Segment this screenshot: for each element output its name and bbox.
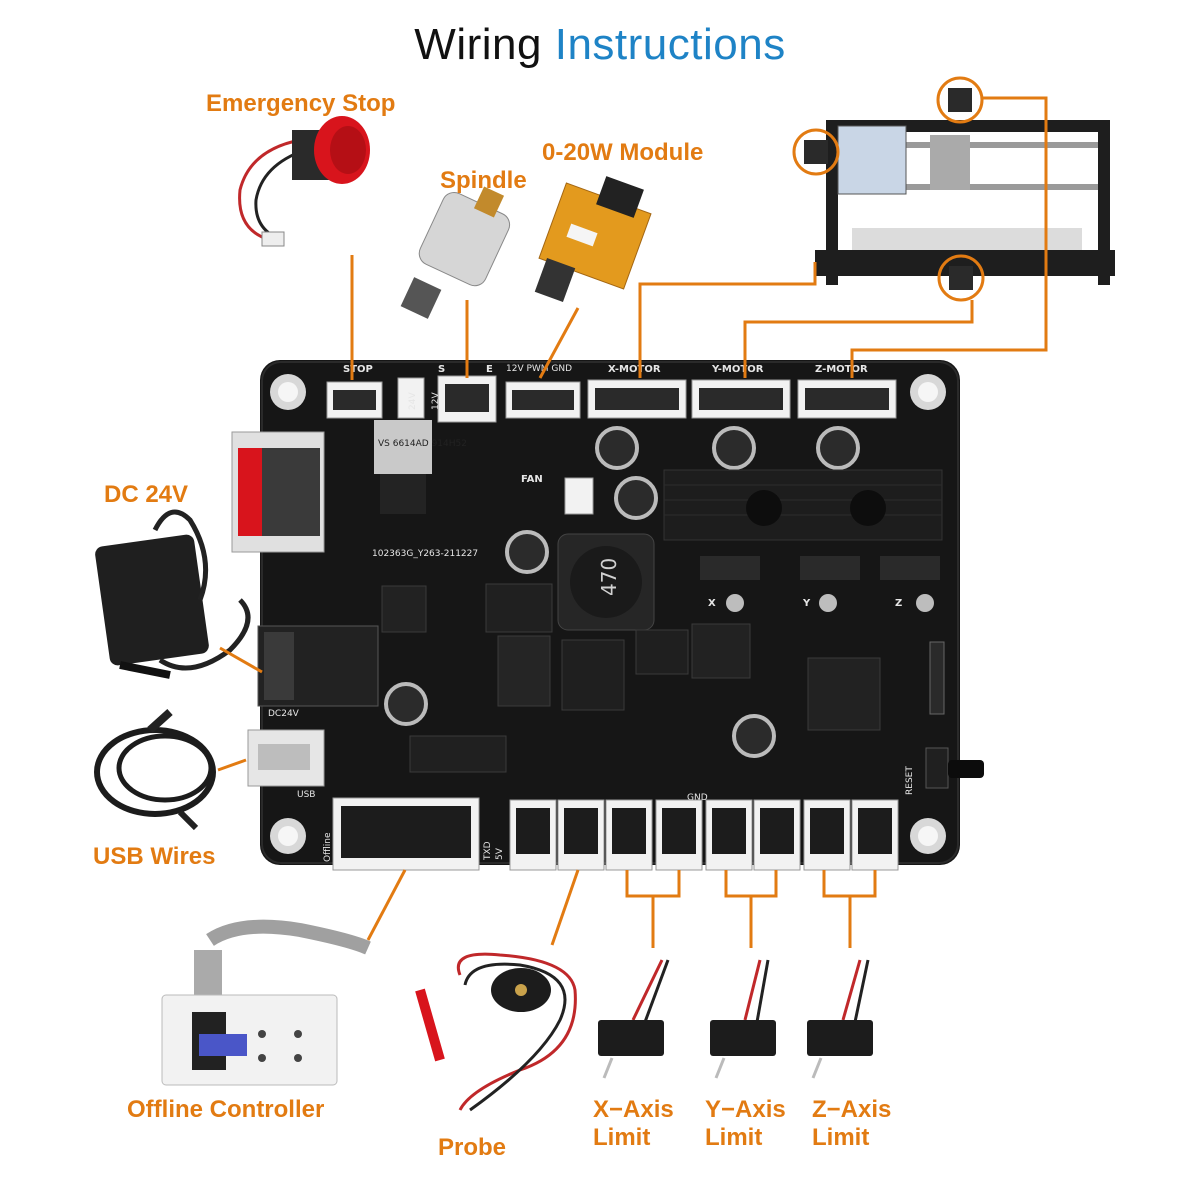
heatsink bbox=[663, 469, 943, 541]
probe-icon bbox=[415, 952, 577, 1112]
label-y-axis-line2: Limit bbox=[705, 1124, 763, 1151]
label-z-motor: Z-MOTOR bbox=[815, 364, 868, 375]
label-x-axis-limit: X−Axis Limit bbox=[593, 1096, 674, 1152]
label-module: 0-20W Module bbox=[542, 139, 704, 166]
label-s: S bbox=[438, 364, 445, 375]
label-dc-24v: DC 24V bbox=[104, 481, 189, 508]
leader-x-motor bbox=[638, 262, 817, 378]
side-header bbox=[929, 641, 945, 715]
leader-y-limit bbox=[724, 870, 778, 948]
y-motor-connector bbox=[691, 379, 791, 419]
label-offline: Offline bbox=[323, 832, 333, 862]
usb-port bbox=[247, 729, 325, 787]
label-z-axis-line1: Z−Axis bbox=[812, 1096, 892, 1123]
spindle-motor-icon bbox=[400, 186, 511, 319]
leader-dc24v bbox=[219, 646, 263, 674]
stepper-drivers bbox=[700, 556, 940, 612]
label-z-axis-limit: Z−Axis Limit bbox=[812, 1096, 891, 1152]
capacitors bbox=[384, 426, 860, 758]
laser-module-icon bbox=[534, 176, 652, 303]
voltage-jumper bbox=[397, 377, 425, 419]
label-x-axis-line1: X−Axis bbox=[593, 1096, 674, 1123]
title-word-wiring: Wiring bbox=[414, 20, 542, 69]
power-switch bbox=[231, 431, 325, 553]
label-spindle: Spindle bbox=[440, 167, 527, 194]
mounting-holes bbox=[270, 374, 946, 854]
label-z-axis-line2: Limit bbox=[812, 1124, 870, 1151]
limit-switch-icon bbox=[710, 959, 776, 1079]
leader-y-motor bbox=[743, 300, 974, 378]
laser-connector bbox=[505, 381, 581, 419]
spindle-connector bbox=[437, 375, 497, 423]
label-y-axis-line1: Y−Axis bbox=[705, 1096, 786, 1123]
page-title: Wiring Instructions bbox=[0, 20, 1200, 70]
stop-connector bbox=[326, 381, 383, 419]
label-dc24v: DC24V bbox=[268, 709, 300, 719]
leader-probe bbox=[550, 869, 580, 946]
dc-jack bbox=[257, 625, 379, 707]
emergency-stop-icon bbox=[238, 116, 370, 247]
label-pwm: 12V PWM GND bbox=[506, 364, 572, 374]
power-adapter-icon bbox=[95, 509, 251, 679]
usb-cable-icon bbox=[94, 709, 216, 831]
label-5v: 5V bbox=[495, 847, 505, 860]
leader-laser bbox=[538, 307, 580, 379]
fan-connector bbox=[564, 477, 594, 515]
label-emergency-stop: Emergency Stop bbox=[206, 90, 396, 117]
leader-lines bbox=[217, 96, 1048, 948]
label-e: E bbox=[486, 364, 493, 375]
z-motor-connector bbox=[797, 379, 897, 419]
label-fan: FAN bbox=[521, 474, 543, 485]
leader-x-limit bbox=[625, 870, 681, 948]
offline-connector bbox=[332, 797, 480, 871]
label-usb-wires: USB Wires bbox=[93, 843, 216, 870]
board-model: 102363G_Y263-211227 bbox=[372, 549, 478, 559]
label-x-motor: X-MOTOR bbox=[608, 364, 661, 375]
leader-z-limit bbox=[822, 870, 877, 948]
reset-button bbox=[925, 747, 984, 789]
ic-chips bbox=[381, 583, 881, 773]
leader-offline-controller bbox=[366, 869, 407, 941]
offline-controller-icon bbox=[161, 919, 371, 1086]
label-txd: TXD bbox=[483, 841, 493, 861]
label-usb: USB bbox=[297, 790, 315, 800]
label-probe: Probe bbox=[438, 1134, 507, 1161]
label-z: Z bbox=[895, 598, 902, 609]
label-x-axis-line2: Limit bbox=[593, 1124, 651, 1151]
label-stop: STOP bbox=[343, 364, 373, 375]
title-word-instructions: Instructions bbox=[554, 20, 786, 69]
label-x: X bbox=[708, 598, 716, 609]
limit-connectors bbox=[509, 799, 899, 871]
regulator-marking: VS 6614AD 914H52 bbox=[378, 439, 467, 449]
label-offline-controller: Offline Controller bbox=[127, 1096, 325, 1123]
leader-usb bbox=[217, 758, 247, 772]
label-12v: 12V bbox=[431, 392, 441, 410]
inductor-value: 470 bbox=[597, 558, 621, 596]
limit-switch-icon bbox=[598, 959, 670, 1079]
control-board: STOP S E 12V PWM GND X-MOTOR Y-MOTOR Z-M… bbox=[231, 360, 984, 871]
label-24v: 24V bbox=[408, 392, 418, 410]
leader-z-motor bbox=[850, 96, 1048, 378]
x-motor-connector bbox=[587, 379, 687, 419]
label-gnd: GND bbox=[687, 793, 708, 803]
label-reset: RESET bbox=[905, 766, 915, 795]
label-y-motor: Y-MOTOR bbox=[711, 364, 764, 375]
label-y-axis-limit: Y−Axis Limit bbox=[705, 1096, 786, 1152]
cnc-machine-icon bbox=[792, 76, 1115, 302]
label-y: Y bbox=[802, 598, 811, 609]
inductor bbox=[557, 533, 655, 631]
limit-switch-icon bbox=[807, 959, 873, 1079]
voltage-regulator bbox=[374, 420, 432, 514]
